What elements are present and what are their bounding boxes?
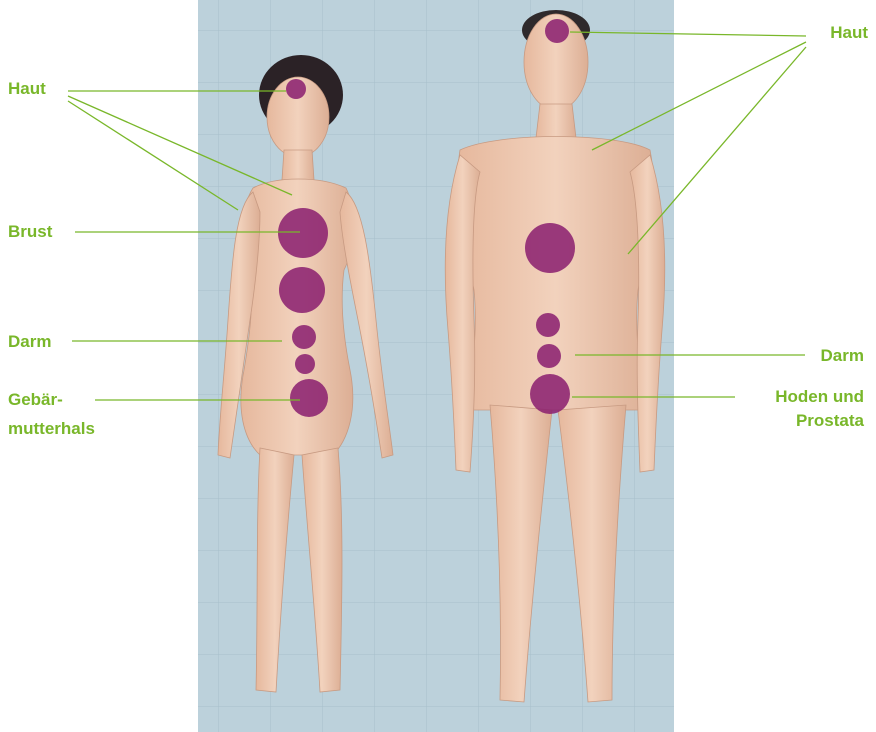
leader-skin-right-chest <box>592 42 806 150</box>
leader-skin-left-shoulder <box>68 96 292 195</box>
leader-skin-left-arm <box>68 101 238 210</box>
label-bowel-left: Darm <box>8 331 51 352</box>
label-testes-line1: Hoden und <box>775 386 864 407</box>
label-breast: Brust <box>8 221 52 242</box>
label-skin-left: Haut <box>8 78 46 99</box>
leader-skin-right-head <box>570 32 806 36</box>
leader-skin-right-arm <box>628 47 806 254</box>
label-bowel-right: Darm <box>821 345 864 366</box>
label-skin-right: Haut <box>830 22 868 43</box>
label-cervix-line1: Gebär- <box>8 389 63 410</box>
label-cervix-line2: mutterhals <box>8 418 95 439</box>
label-testes-line2: Prostata <box>796 410 864 431</box>
